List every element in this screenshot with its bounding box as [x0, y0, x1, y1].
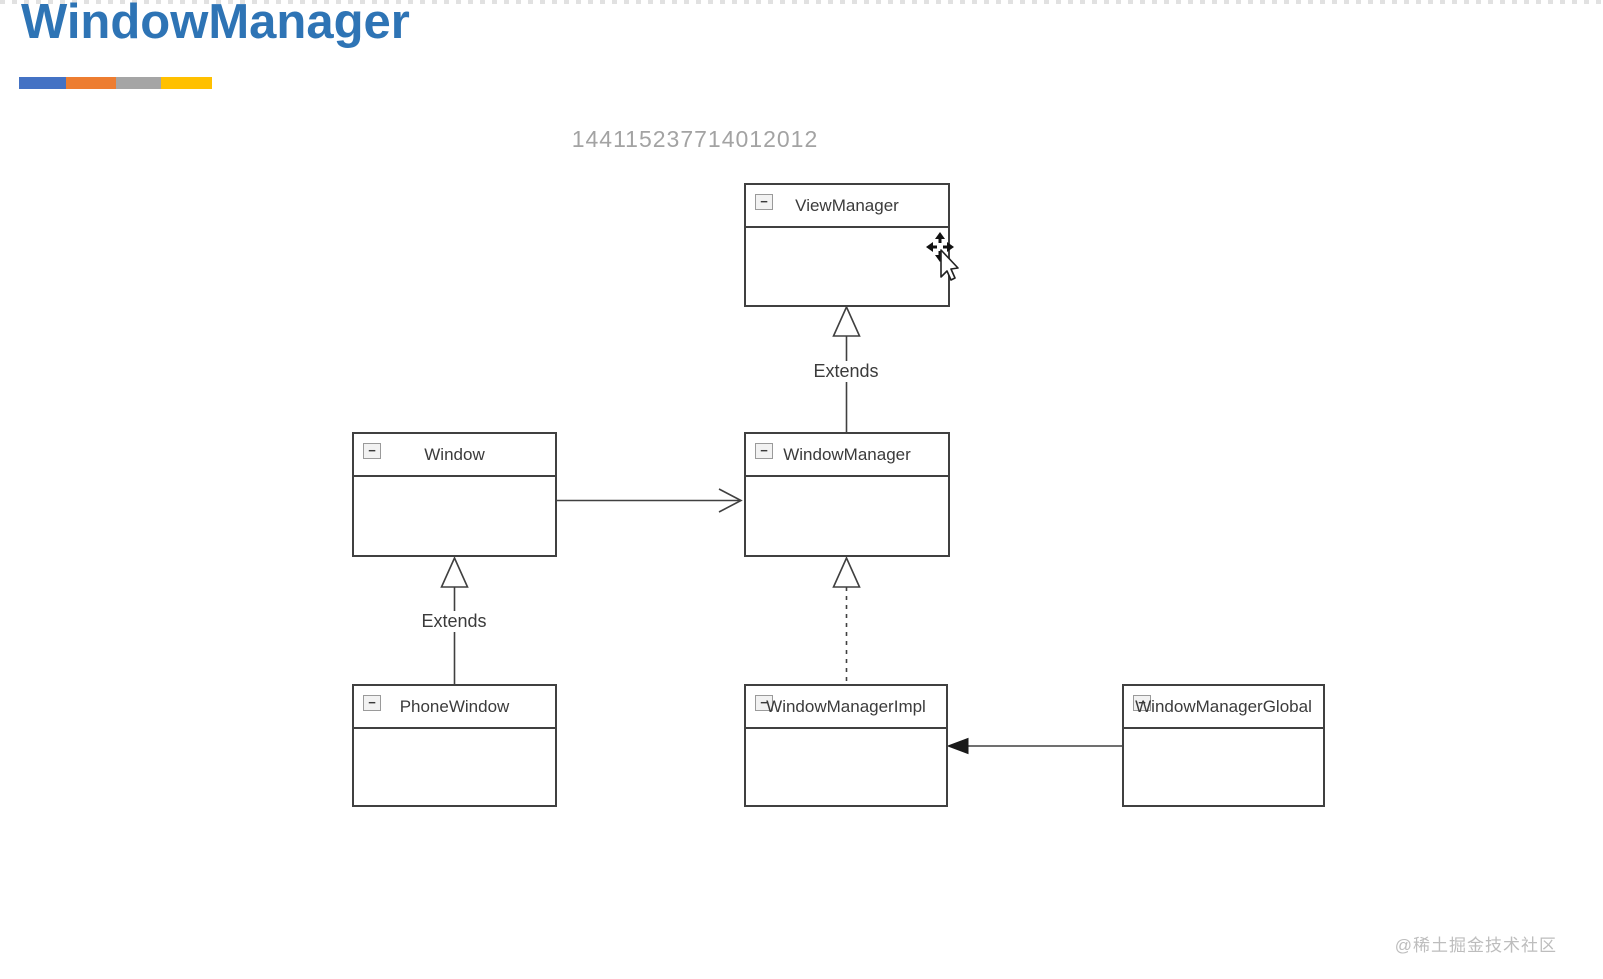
title-accent-bars: [19, 77, 212, 89]
edge-phonewindow-extends-window: [440, 556, 469, 684]
class-box-window[interactable]: − Window: [352, 432, 557, 557]
class-name: Window: [424, 444, 485, 464]
class-body: [1124, 729, 1323, 807]
class-box-phonewindow[interactable]: − PhoneWindow: [352, 684, 557, 807]
class-header: − WindowManager: [746, 434, 948, 477]
accent-bar-gray: [116, 77, 161, 89]
watermark: @稀土掘金技术社区: [1394, 936, 1557, 955]
class-body: [354, 729, 555, 807]
collapse-icon[interactable]: −: [1133, 695, 1151, 711]
edge-window-to-windowmanager: [557, 488, 743, 513]
collapse-icon[interactable]: −: [755, 194, 773, 210]
class-header: − ViewManager: [746, 185, 948, 228]
edge-windowmanagerglobal-to-windowmanagerimpl: [946, 737, 1122, 755]
class-header: − WindowManagerGlobal: [1124, 686, 1323, 729]
class-body: [354, 477, 555, 557]
collapse-icon[interactable]: −: [363, 443, 381, 459]
class-box-windowmanager[interactable]: − WindowManager: [744, 432, 950, 557]
top-perforation-line: [0, 0, 1603, 4]
slide-id-number: 144115237714012012: [571, 126, 819, 152]
accent-bar-orange: [66, 77, 116, 89]
edge-windowmanager-extends-viewmanager: [832, 305, 861, 432]
class-name: WindowManagerGlobal: [1135, 696, 1312, 716]
accent-bar-blue: [19, 77, 66, 89]
class-box-viewmanager[interactable]: − ViewManager: [744, 183, 950, 307]
class-name: WindowManager: [783, 444, 911, 464]
class-body: [746, 729, 946, 807]
class-box-windowmanagerimpl[interactable]: − WindowManagerImpl: [744, 684, 948, 807]
class-name: ViewManager: [795, 195, 899, 215]
edge-label-extends-left: Extends: [417, 611, 491, 632]
class-box-windowmanagerglobal[interactable]: − WindowManagerGlobal: [1122, 684, 1325, 807]
class-body: [746, 228, 948, 307]
class-body: [746, 477, 948, 557]
collapse-icon[interactable]: −: [755, 443, 773, 459]
class-header: − PhoneWindow: [354, 686, 555, 729]
class-name: WindowManagerImpl: [766, 696, 926, 716]
accent-bar-yellow: [161, 77, 212, 89]
class-header: − WindowManagerImpl: [746, 686, 946, 729]
edge-label-extends-top: Extends: [809, 361, 883, 382]
collapse-icon[interactable]: −: [363, 695, 381, 711]
collapse-icon[interactable]: −: [755, 695, 773, 711]
page-title: WindowManager: [21, 0, 410, 49]
class-name: PhoneWindow: [399, 696, 510, 716]
edge-windowmanagerimpl-implements-windowmanager: [832, 556, 861, 684]
class-header: − Window: [354, 434, 555, 477]
